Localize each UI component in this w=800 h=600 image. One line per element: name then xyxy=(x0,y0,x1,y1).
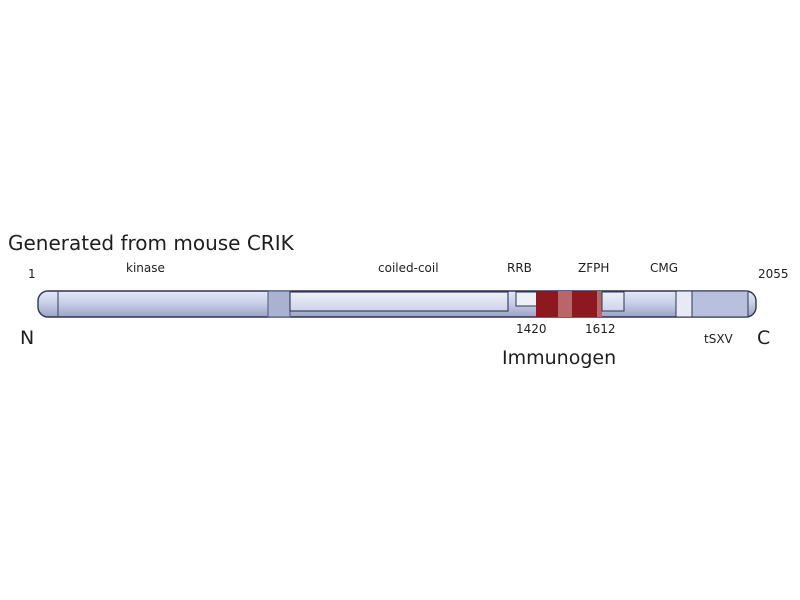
c-terminus-label: C xyxy=(757,327,770,349)
cmg-domain xyxy=(675,290,693,318)
coiled-coil-domain-label: coiled-coil xyxy=(378,261,439,275)
immunogen-light-segment xyxy=(558,291,572,317)
rrb-domain-label: RRB xyxy=(507,261,532,275)
zfph-domain xyxy=(601,291,625,312)
tsxv-label: tSXV xyxy=(704,332,734,346)
kinase-boundary-right xyxy=(267,290,291,318)
coiled-coil-domain xyxy=(289,291,509,312)
diagram-title: Generated from mouse CRIK xyxy=(8,231,295,255)
start-residue-label: 1 xyxy=(28,267,36,281)
tsxv-region xyxy=(691,290,749,318)
n-terminus-label: N xyxy=(20,327,34,349)
zfph-domain-label: ZFPH xyxy=(578,261,609,275)
immunogen-start-label: 1420 xyxy=(516,322,547,336)
immunogen-light-segment xyxy=(597,291,602,317)
rrb-domain xyxy=(515,291,539,307)
end-residue-label: 2055 xyxy=(758,267,789,281)
kinase-domain-label: kinase xyxy=(126,261,165,275)
immunogen-label: Immunogen xyxy=(502,347,616,369)
cmg-domain-label: CMG xyxy=(650,261,678,275)
immunogen-end-label: 1612 xyxy=(585,322,616,336)
